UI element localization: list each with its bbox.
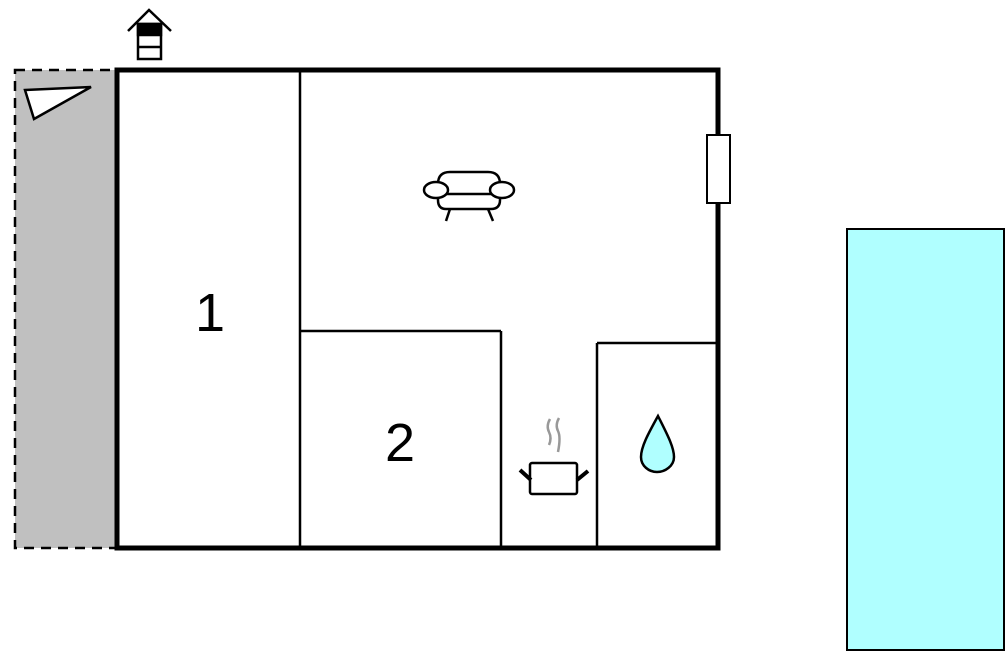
terrace-triangle-icon bbox=[23, 85, 92, 121]
interior-walls bbox=[298, 70, 718, 548]
water-drop-icon bbox=[639, 413, 676, 474]
swimming-pool bbox=[846, 228, 1005, 651]
cooking-pot-icon bbox=[518, 417, 590, 496]
sofa-icon bbox=[422, 170, 516, 222]
room-1-label: 1 bbox=[195, 283, 225, 343]
outer-walls bbox=[114, 67, 721, 551]
terrace-area bbox=[13, 68, 119, 550]
room-2-label: 2 bbox=[385, 413, 415, 473]
window-icon bbox=[706, 134, 731, 204]
entrance-house-icon bbox=[127, 8, 172, 61]
